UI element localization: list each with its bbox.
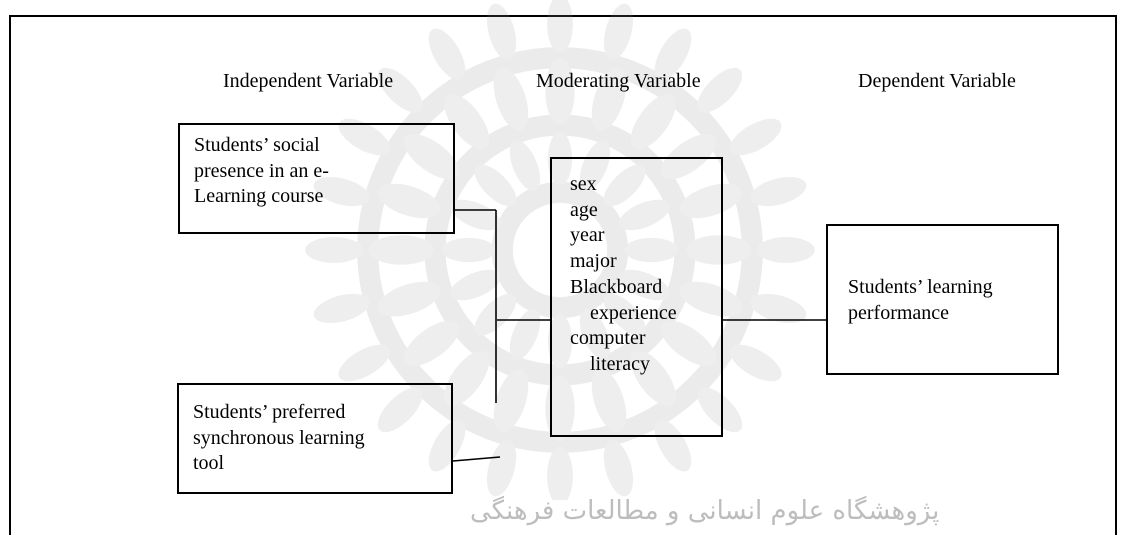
rosette-petal xyxy=(603,293,646,336)
rosette-petal xyxy=(630,93,676,150)
rosette-petal xyxy=(444,93,490,150)
rosette-petal xyxy=(660,320,717,366)
rosette-petal xyxy=(474,164,517,207)
rosette-petal xyxy=(624,237,679,263)
dependent-variable-heading: Dependent Variable xyxy=(858,70,1016,92)
rosette-petal xyxy=(619,269,670,301)
rosette-petal xyxy=(579,309,611,360)
rosette-petal xyxy=(486,3,517,60)
rosette-petal xyxy=(603,3,634,60)
rosette-petal xyxy=(403,134,460,180)
rosette-petal xyxy=(591,67,627,131)
rosette-petal xyxy=(509,140,541,191)
rosette-petal xyxy=(697,67,743,113)
rosette-petal xyxy=(305,237,363,263)
rosette-petal xyxy=(750,293,807,324)
watermark-text: پژوهشگاه علوم انسانی و مطالعات فرهنگی xyxy=(470,496,940,526)
rosette-petal xyxy=(509,309,541,360)
rosette-petal xyxy=(697,387,743,433)
rosette-petal xyxy=(654,419,692,472)
sync-tool-text: Students’ preferred synchronous learning… xyxy=(193,401,365,474)
rosette-petal xyxy=(654,28,692,81)
rosette-petal xyxy=(377,67,423,113)
rosette-petal xyxy=(441,237,496,263)
rosette-petal xyxy=(750,176,807,207)
rosette-petal xyxy=(313,176,370,207)
rosette-petal xyxy=(757,237,815,263)
social-presence-box: Students’ social presence in an e- Learn… xyxy=(178,123,455,234)
moderating-variables-box: sex age year major Blackboard experience… xyxy=(550,157,723,437)
rosette-petal xyxy=(660,134,717,180)
rosette-petal xyxy=(685,235,752,265)
moderating-variables-list: sex age year major Blackboard experience… xyxy=(570,173,677,375)
social-presence-text: Students’ social presence in an e- Learn… xyxy=(194,134,329,207)
moderating-variable-heading: Moderating Variable xyxy=(536,70,701,92)
rosette-petal xyxy=(603,440,634,497)
rosette-petal xyxy=(403,320,460,366)
rosette-petal xyxy=(377,183,441,219)
rosette-petal xyxy=(377,281,441,317)
diagram-frame xyxy=(9,15,1117,535)
rosette-petal xyxy=(377,387,423,433)
rosette-petal xyxy=(679,281,743,317)
rosette-petal xyxy=(547,447,573,500)
learning-performance-text: Students’ learning performance xyxy=(848,276,993,324)
learning-performance-box: Students’ learning performance xyxy=(826,224,1059,375)
rosette-petal xyxy=(368,235,435,265)
rosette-petal xyxy=(579,140,611,191)
rosette-petal xyxy=(603,164,646,207)
rosette-petal xyxy=(729,344,782,382)
rosette-petal xyxy=(493,67,529,131)
rosette-petal xyxy=(444,350,490,407)
rosette-petal xyxy=(545,375,575,442)
sync-tool-box: Students’ preferred synchronous learning… xyxy=(177,383,453,494)
rosette-petal xyxy=(630,350,676,407)
rosette-petal xyxy=(679,183,743,219)
rosette-petal xyxy=(338,118,391,156)
rosette-petal xyxy=(591,369,627,433)
independent-variable-heading: Independent Variable xyxy=(223,70,394,92)
rosette-petal xyxy=(619,199,670,231)
rosette-petal xyxy=(729,118,782,156)
rosette-petal xyxy=(450,269,501,301)
rosette-petal xyxy=(547,0,573,53)
rosette-petal xyxy=(493,369,529,433)
rosette-petal xyxy=(313,293,370,324)
rosette-petal xyxy=(545,58,575,125)
rosette-petal xyxy=(450,199,501,231)
rosette-petal xyxy=(486,440,517,497)
rosette-petal xyxy=(428,419,466,472)
rosette-petal xyxy=(547,314,573,369)
connector-sync-tool xyxy=(452,456,501,462)
rosette-petal xyxy=(338,344,391,382)
rosette-petal xyxy=(428,28,466,81)
